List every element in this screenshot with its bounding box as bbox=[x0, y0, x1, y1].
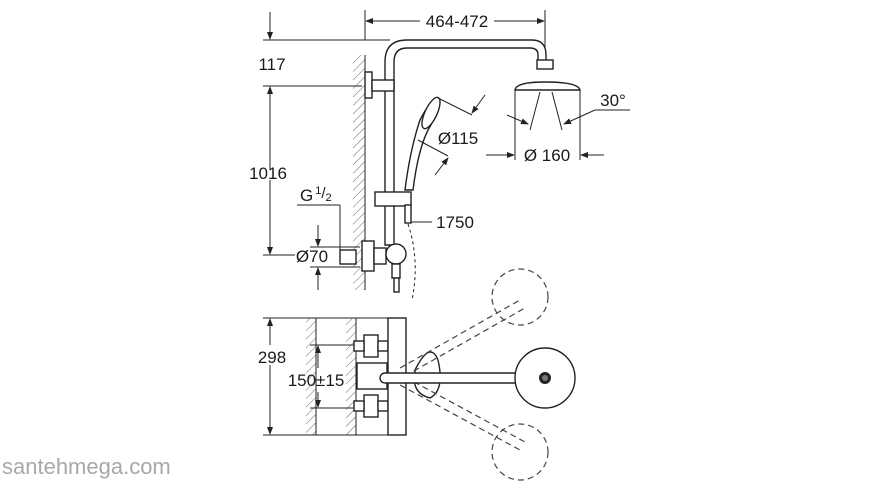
label-arm-height: 117 bbox=[258, 55, 285, 74]
dimension-head: 30° Ø 160 bbox=[486, 91, 630, 165]
label-hose-length: 1750 bbox=[436, 213, 474, 232]
handshower: Ø115 1750 bbox=[374, 94, 486, 301]
watermark: santehmega.com bbox=[2, 454, 171, 479]
label-arm-projection: 464-472 bbox=[426, 12, 488, 31]
label-connection-diameter: Ø70 bbox=[296, 247, 328, 266]
label-mixer-height: 298 bbox=[258, 348, 286, 367]
dimension-heights: 117 1016 bbox=[249, 12, 390, 256]
top-view: 298 150±15 bbox=[258, 268, 576, 481]
label-rail-height: 1016 bbox=[249, 164, 287, 183]
label-head-diameter: Ø 160 bbox=[524, 146, 570, 165]
shower-rail bbox=[364, 39, 581, 246]
label-handshower-diameter: Ø115 bbox=[438, 129, 478, 148]
dimension-arm-projection: 464-472 bbox=[364, 10, 546, 60]
label-spray-angle: 30° bbox=[600, 91, 626, 110]
